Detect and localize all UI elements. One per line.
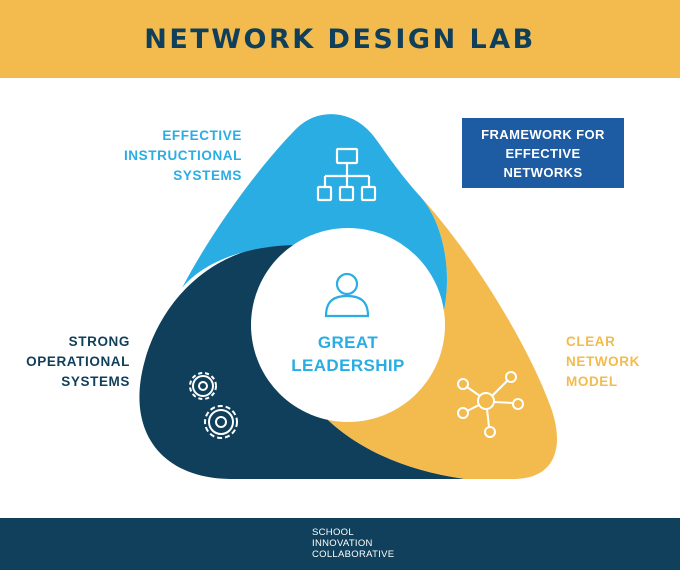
gears-icon	[189, 372, 238, 439]
label-network-model: CLEAR NETWORK MODEL	[566, 334, 640, 389]
footer-bar	[0, 518, 680, 570]
center-label: GREAT LEADERSHIP	[291, 333, 405, 375]
segment-operational	[139, 244, 465, 479]
segment-instructional	[182, 114, 447, 325]
network-nodes-icon	[457, 371, 524, 438]
header-banner: NETWORK DESIGN LAB	[0, 0, 680, 78]
footer-logo-text: SCHOOL INNOVATION COLLABORATIVE	[312, 527, 395, 560]
person-icon	[324, 272, 370, 318]
org-chart-icon	[316, 147, 377, 202]
framework-box: FRAMEWORK FOR EFFECTIVE NETWORKS	[462, 118, 624, 188]
page-title: NETWORK DESIGN LAB	[144, 23, 536, 55]
label-operational-systems: STRONG OPERATIONAL SYSTEMS	[26, 334, 130, 389]
label-instructional-systems: EFFECTIVE INSTRUCTIONAL SYSTEMS	[123, 128, 242, 183]
center-circle	[251, 228, 445, 422]
